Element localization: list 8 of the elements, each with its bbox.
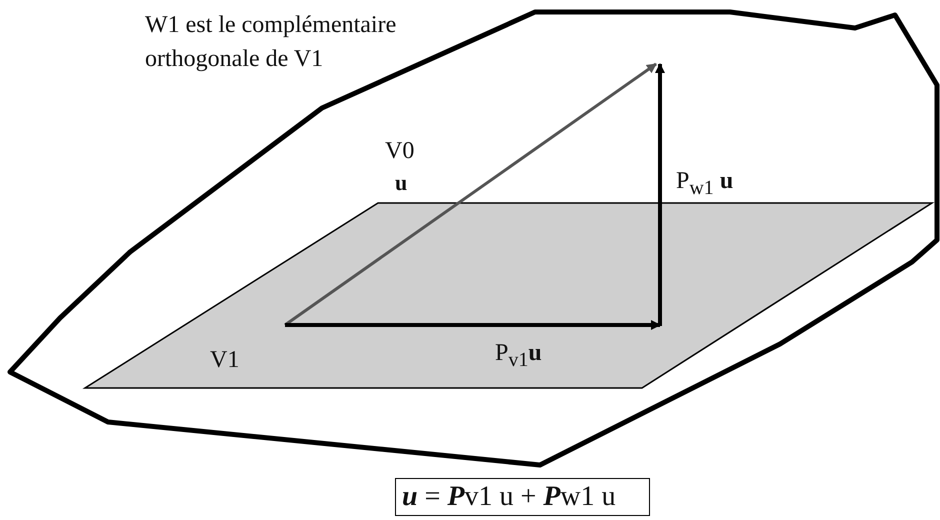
caption-text: W1 est le complémentaire orthogonale de V1 <box>145 11 398 74</box>
vector-label: P$_{v1}$u <box>495 340 542 372</box>
plane-label: V1 <box>210 347 240 374</box>
subspace-label: V0 <box>385 138 414 165</box>
vector-label: u <box>395 170 408 196</box>
vector-label: P$_{w1}$ u <box>676 168 734 200</box>
formula-box <box>395 478 650 516</box>
formula: u = Pv1 u + Pw1 u <box>402 481 616 513</box>
